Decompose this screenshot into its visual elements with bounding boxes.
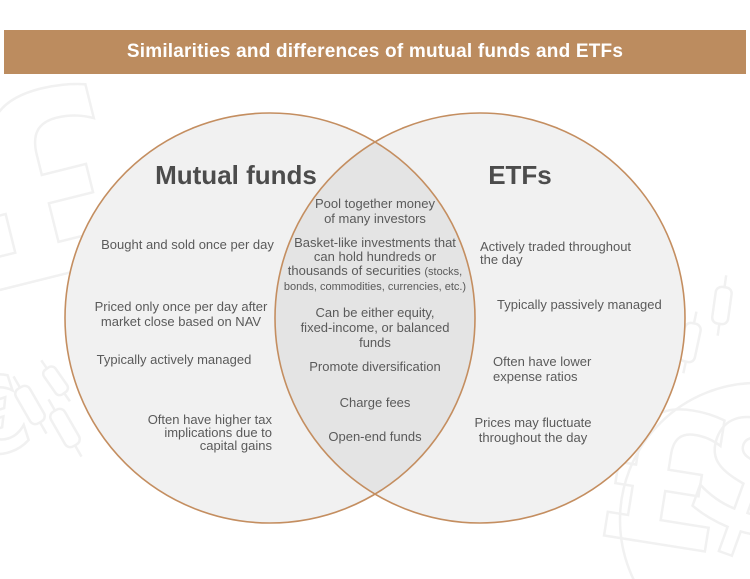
mutual-funds-item: Often have higher tax implications due t…: [147, 412, 272, 453]
page-title: Similarities and differences of mutual f…: [126, 41, 624, 62]
etfs-item: Often have lower expense ratios: [493, 354, 592, 384]
mutual-funds-item: Priced only once per day after market cl…: [94, 299, 268, 329]
candlestick-icon: [710, 275, 733, 336]
coin-icon: [618, 381, 750, 579]
mutual-funds-item: Typically actively managed: [96, 352, 252, 367]
header-banner: Similarities and differences of mutual f…: [4, 30, 746, 74]
overlap-region: [275, 113, 475, 523]
shared-item: Promote diversification: [309, 359, 441, 374]
shared-item: Open-end funds: [328, 429, 422, 444]
mutual-funds-item: Bought and sold once per day: [101, 237, 274, 252]
mutual-funds-heading: Mutual funds: [155, 160, 317, 190]
candlestick-icon: [47, 398, 83, 458]
etfs-item: Prices may fluctuate throughout the day: [474, 415, 592, 445]
shared-item: Charge fees: [339, 395, 411, 410]
candlestick-icon: [40, 359, 71, 403]
etfs-item: Actively traded throughout the day: [480, 239, 632, 267]
shared-item: Can be either equity, fixed-income, or b…: [300, 305, 450, 350]
shared-item-text: Basket-like investments that can hold hu…: [287, 235, 456, 278]
shared-item: Basket-like investments that can hold hu…: [275, 236, 475, 294]
euro-sign-icon: €: [0, 350, 44, 489]
etfs-heading: ETFs: [488, 160, 552, 190]
candlestick-icon: [12, 375, 48, 435]
securities-note: (stocks, bonds, commodities, currencies,…: [283, 266, 467, 293]
mutual-funds-circle-outline: [64, 112, 476, 524]
shared-item: Pool together money of many investors: [315, 196, 435, 226]
etfs-circle-outline: [274, 112, 686, 524]
etfs-item: Typically passively managed: [497, 297, 662, 312]
